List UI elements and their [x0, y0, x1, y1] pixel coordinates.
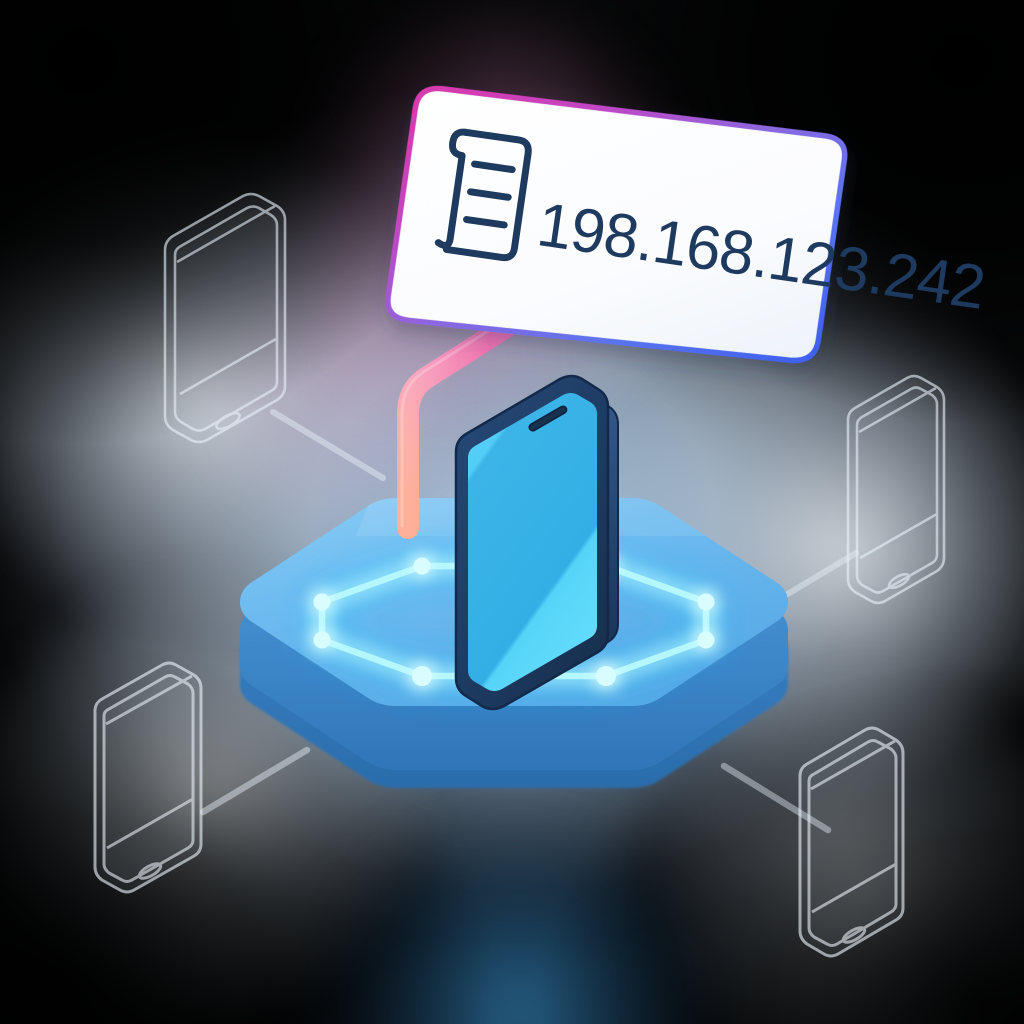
phone-speaker-icon	[528, 405, 568, 432]
ghost-device-right	[845, 368, 1024, 638]
link-line-bottom-right	[716, 758, 836, 840]
link-line-bottom-left	[195, 742, 315, 822]
ghost-device-bottom-left	[88, 652, 298, 922]
ghost-device-bottom-right	[795, 718, 990, 988]
ghost-device-top-left	[155, 178, 385, 478]
ip-label-body	[385, 85, 848, 364]
phone-screen	[468, 393, 597, 691]
ip-config-document-icon	[434, 128, 532, 262]
ip-address-label[interactable]: 198.168.123.242	[378, 85, 989, 372]
link-line-top-left	[265, 406, 395, 496]
primary-device[interactable]	[432, 368, 652, 711]
